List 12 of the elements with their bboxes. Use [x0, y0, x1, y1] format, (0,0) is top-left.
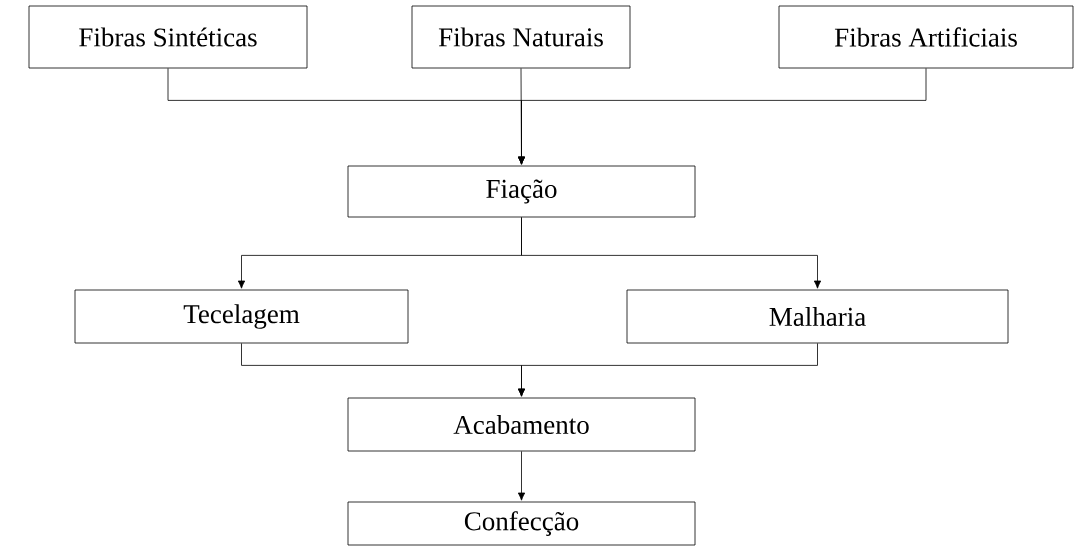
process-box: Fibras Artificiais: [778, 5, 1074, 69]
process-box: Acabamento: [347, 397, 696, 452]
arrow: [517, 451, 526, 501]
arrow: [517, 68, 927, 165]
arrow: [521, 217, 822, 289]
arrow: [517, 343, 818, 397]
process-box: Confecção: [347, 501, 696, 546]
process-box: Tecelagem: [74, 289, 409, 344]
process-box: Fibras Naturais: [411, 5, 631, 69]
process-box: Fibras Sintéticas: [28, 5, 308, 69]
process-box: Malharia: [626, 289, 1009, 344]
process-box: Fiação: [347, 165, 696, 218]
